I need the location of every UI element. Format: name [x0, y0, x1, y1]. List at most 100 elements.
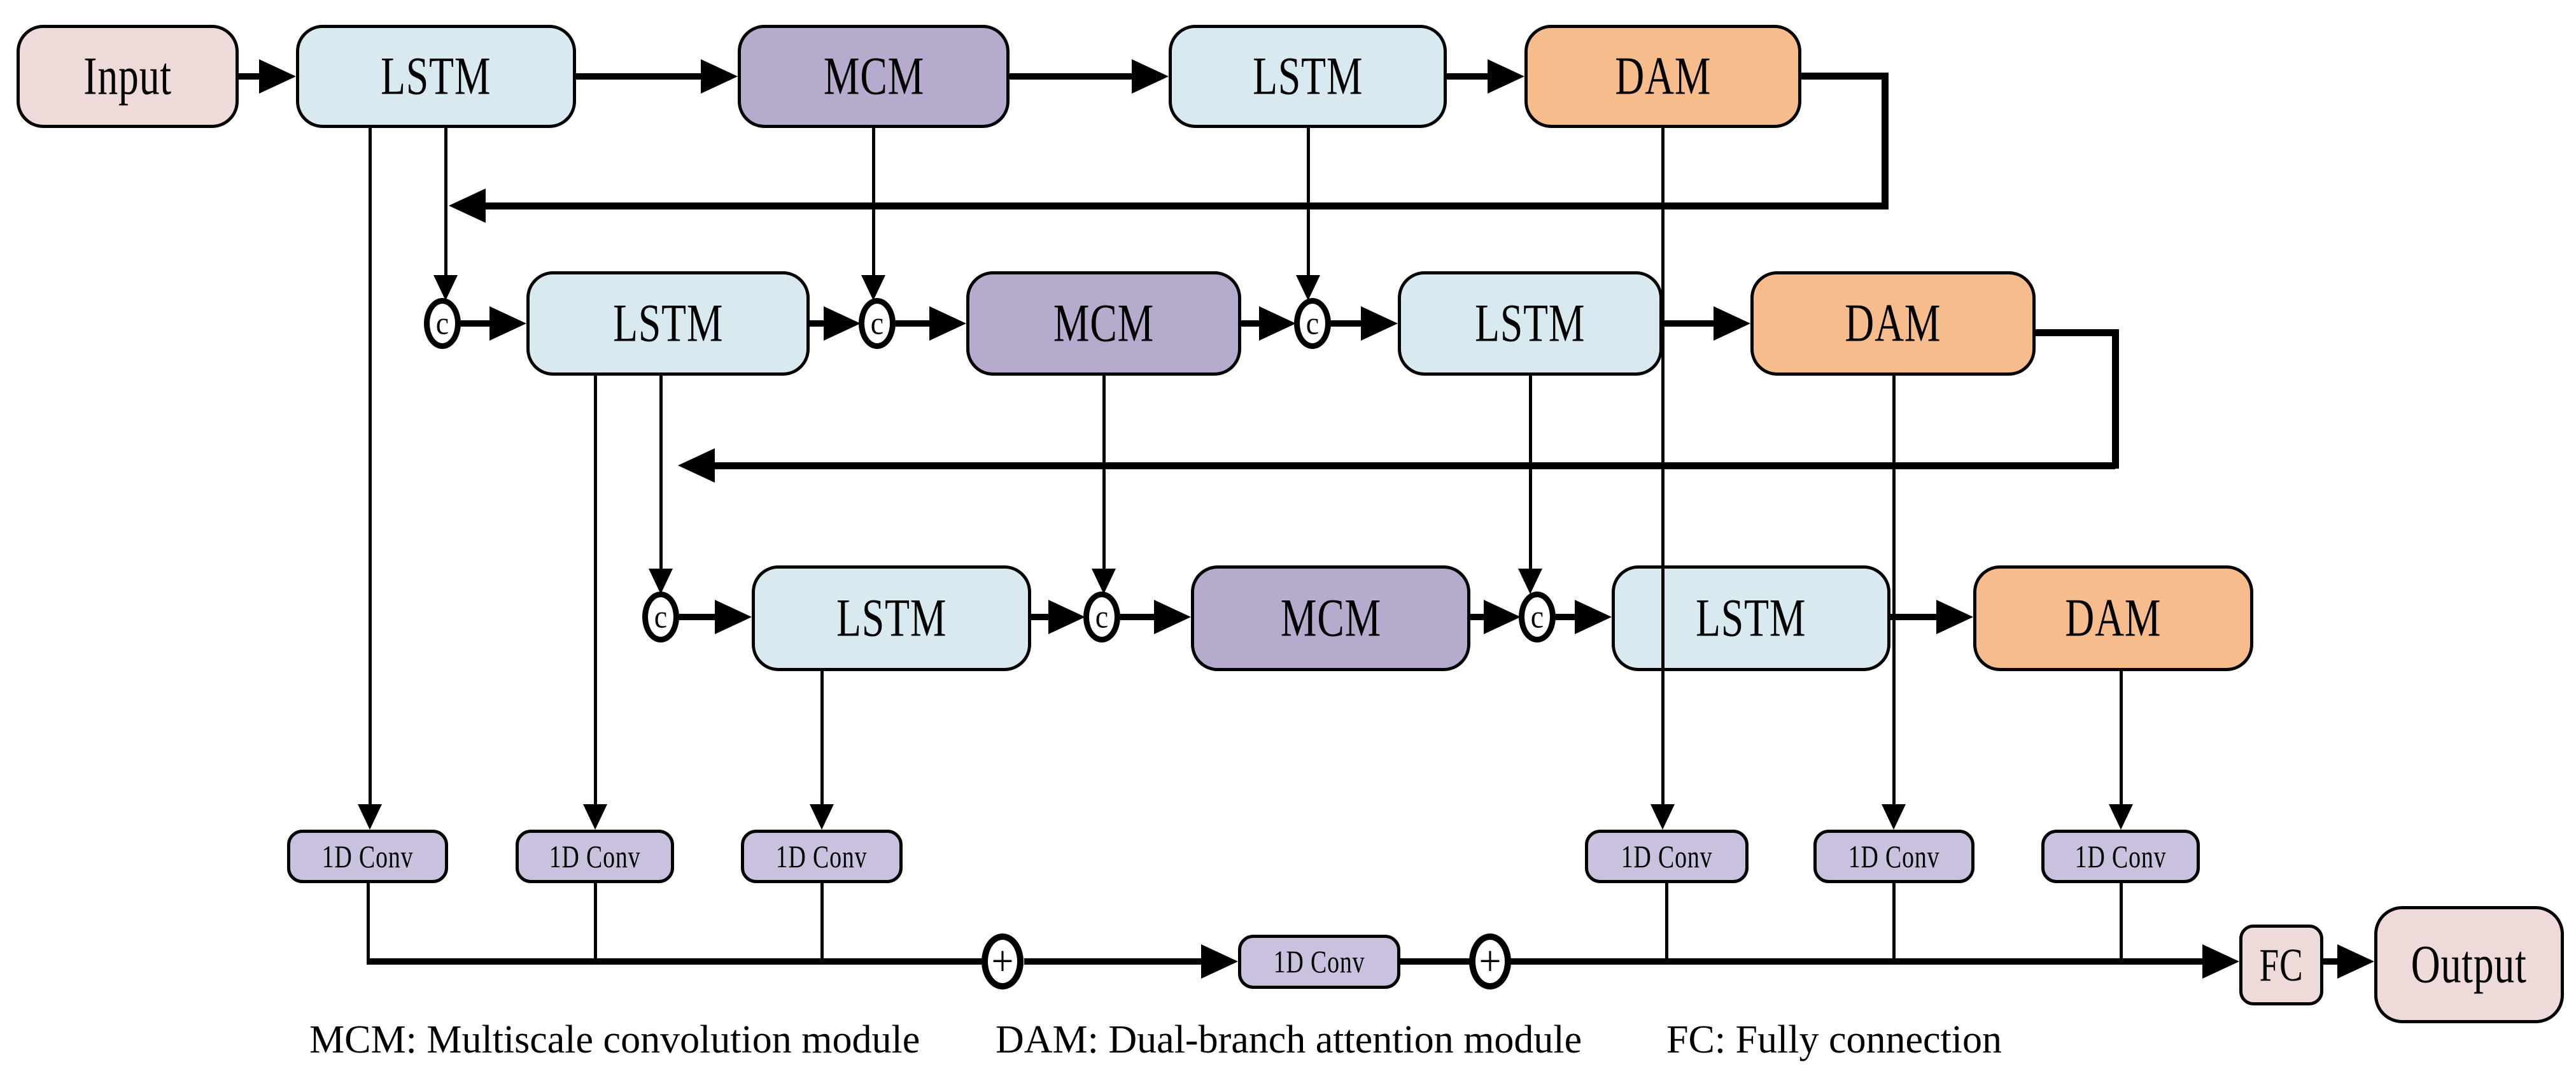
sum-circle-1-label: +	[991, 937, 1014, 986]
conv5-drop	[1892, 883, 1896, 961]
sum-circle-1: +	[982, 933, 1024, 989]
dam-box-3-label: DAM	[2065, 588, 2162, 648]
concat-circle-1: c	[424, 298, 461, 349]
conv6-drop	[2120, 883, 2123, 961]
concat-circle-5-label: c	[1095, 599, 1109, 635]
lstm3-to-concat2-head	[824, 306, 862, 341]
concat2-to-mcm2-shaft	[896, 320, 931, 327]
lstm2-to-dam1-head	[1488, 59, 1526, 94]
dam2-loop-right	[2036, 329, 2119, 336]
fc-box-label: FC	[2259, 939, 2304, 991]
mcm-box-1: MCM	[738, 25, 1010, 128]
dam-box-1-label: DAM	[1614, 46, 1712, 106]
legend-item-2: DAM: Dual-branch attention module	[996, 1018, 1582, 1061]
mcm-box-3: MCM	[1191, 565, 1470, 671]
lstm1-to-mcm1-head	[701, 59, 740, 94]
concat6-to-lstm6-head	[1575, 600, 1614, 634]
lstm6-to-dam3-head	[1936, 600, 1975, 634]
concat1-to-lstm3-head	[489, 306, 528, 341]
mcm-box-3-label: MCM	[1280, 588, 1381, 648]
concat5-to-mcm3-shaft	[1120, 614, 1155, 620]
lstm-box-6-label: LSTM	[1696, 588, 1806, 648]
lstm3-to-concat2-shaft	[810, 320, 825, 327]
concat-circle-4: c	[642, 592, 679, 642]
mcm-box-2: MCM	[966, 271, 1241, 376]
lstm1-to-concat1-head	[433, 275, 458, 302]
lstm4-to-concat6-drop-head	[1518, 569, 1542, 596]
concat4-to-lstm5-head	[715, 600, 754, 634]
sum2-to-fc-shaft	[1510, 958, 2204, 965]
mcm1-to-concat2-drop-shaft	[871, 128, 875, 276]
concat-circle-3-label: c	[1306, 305, 1320, 341]
sum-circle-2: +	[1469, 933, 1511, 989]
mcm2-to-concat3-head	[1259, 306, 1298, 341]
concat-circle-4-label: c	[654, 599, 668, 635]
concat3-to-lstm4-shaft	[1331, 320, 1362, 327]
dam1-loop-right	[1801, 73, 1889, 80]
conv2-drop	[594, 883, 597, 961]
legend-item-1: MCM: Multiscale convolution module	[309, 1018, 920, 1061]
conv-box-5-label: 1D Conv	[1848, 839, 1940, 874]
conv-box-2-label: 1D Conv	[549, 839, 641, 874]
mcm-box-2-label: MCM	[1053, 293, 1155, 353]
lstm5-to-concat5-head	[1048, 600, 1087, 634]
lstm2-to-concat3-drop-shaft	[1306, 128, 1310, 276]
concat-circle-2-label: c	[870, 305, 884, 341]
lstm4-to-dam2-shaft	[1663, 320, 1715, 327]
concat1-to-lstm3-shaft	[461, 320, 491, 327]
mcm3-to-concat6-shaft	[1470, 614, 1485, 620]
lstm6-to-dam3-shaft	[1890, 614, 1938, 620]
dam-box-2: DAM	[1750, 271, 2036, 376]
output-box-label: Output	[2411, 934, 2527, 995]
input-to-lstm1-shaft	[239, 73, 260, 80]
conv-box-mid-label: 1D Conv	[1273, 944, 1365, 980]
sum-circle-2-label: +	[1479, 937, 1502, 986]
dam3-to-conv6-shaft	[2119, 671, 2123, 805]
lstm-box-2-label: LSTM	[1252, 46, 1363, 106]
conv-box-1-label: 1D Conv	[321, 839, 414, 874]
fc-to-output-head	[2337, 944, 2376, 979]
lstm2-to-concat3-drop-head	[1296, 275, 1320, 302]
concat-circle-3: c	[1294, 298, 1331, 349]
lstm-box-5: LSTM	[752, 565, 1031, 671]
lstm-box-4: LSTM	[1398, 271, 1663, 376]
lstm1-to-conv1-head	[358, 804, 382, 832]
mcm1-to-lstm2-head	[1132, 59, 1171, 94]
lstm3-to-concat4-shaft	[659, 376, 663, 570]
mcm2-to-concat3-shaft	[1241, 320, 1260, 327]
dam1-feedback-shaft	[482, 202, 1885, 209]
input-box-label: Input	[83, 46, 172, 106]
dam2-to-conv5-head	[1882, 804, 1906, 832]
mcm3-to-concat6-head	[1484, 600, 1523, 634]
dam3-to-conv6-head	[2109, 804, 2133, 832]
fc-to-output-shaft	[2323, 958, 2339, 965]
dam2-to-conv5-shaft	[1892, 376, 1896, 805]
input-box: Input	[17, 25, 239, 128]
conv-box-mid: 1D Conv	[1238, 935, 1400, 989]
mcm1-to-lstm2-shaft	[1010, 73, 1133, 80]
lstm1-to-mcm1-shaft	[576, 73, 702, 80]
sum1-to-midconv-head	[1201, 944, 1240, 979]
concat-circle-6-label: c	[1530, 599, 1544, 635]
concat-circle-2: c	[859, 298, 896, 349]
concat-circle-6: c	[1519, 592, 1556, 642]
lstm2-to-dam1-shaft	[1447, 73, 1489, 80]
lstm-box-1: LSTM	[296, 25, 576, 128]
concat6-to-lstm6-shaft	[1556, 614, 1576, 620]
concat4-to-lstm5-shaft	[679, 614, 716, 620]
conv1-drop	[367, 883, 370, 965]
dam-box-3: DAM	[1973, 565, 2253, 671]
lstm1-to-conv1-shaft	[368, 128, 372, 805]
dam1-feedback-head	[447, 188, 486, 223]
conv-box-1: 1D Conv	[287, 830, 448, 883]
lstm1-to-concat1-shaft	[444, 128, 447, 276]
lstm4-to-dam2-head	[1714, 306, 1752, 341]
conv-box-4-label: 1D Conv	[1621, 839, 1713, 874]
lstm-box-4-label: LSTM	[1475, 293, 1586, 353]
mcm-box-1-label: MCM	[823, 46, 924, 106]
concat5-to-mcm3-head	[1154, 600, 1193, 634]
